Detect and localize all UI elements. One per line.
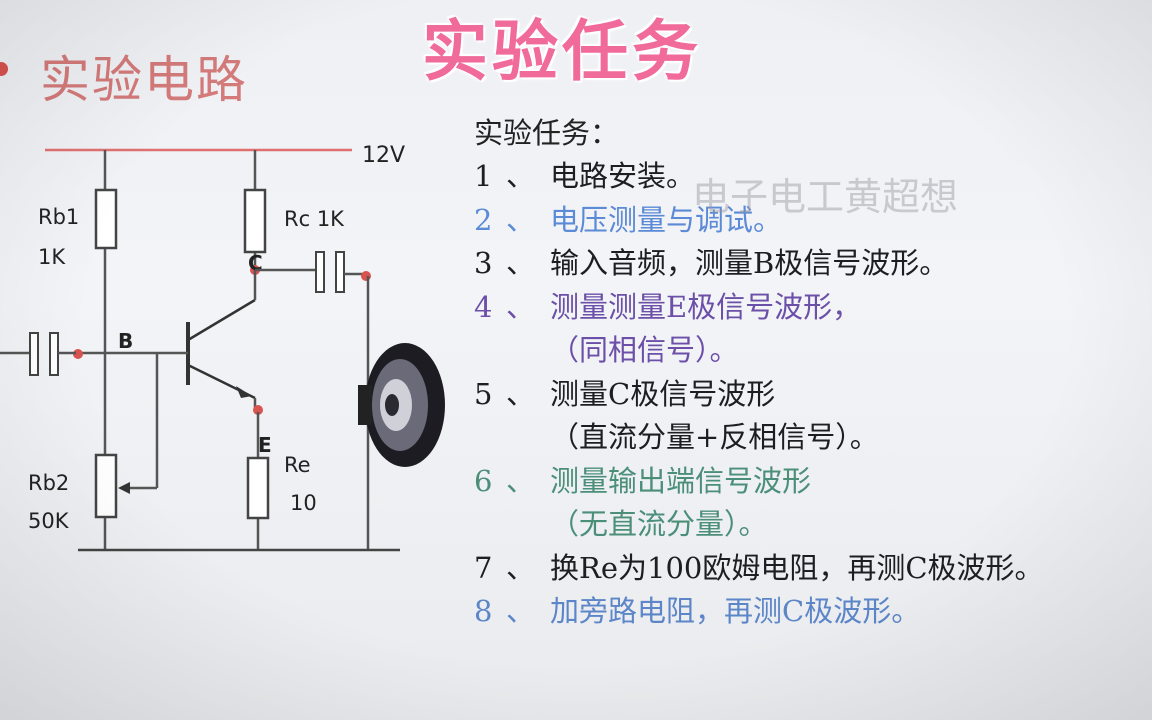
rb2-wiper-arrow <box>118 482 130 494</box>
output-capacitor-plate-1 <box>315 251 325 293</box>
rb2-value: 50K <box>28 509 70 533</box>
rb1-value: 1K <box>38 245 66 269</box>
rc-label: Rc 1K <box>284 207 345 231</box>
input-capacitor-plate-2 <box>49 332 59 376</box>
output-capacitor-plate-2 <box>335 251 345 293</box>
amplifier-circuit-diagram: 12V Rb1 1K Rc 1K C E Re 10 B Rb2 50K <box>0 143 445 552</box>
node-b-dot <box>73 349 83 359</box>
output-node-dot <box>361 271 371 281</box>
input-capacitor-plate-1 <box>29 332 39 376</box>
task-item-7: 7、换Re为100欧姆电阻，再测C极波形。 <box>474 550 1044 585</box>
task-item-6: 6、测量输出端信号波形 <box>474 463 812 498</box>
task-item-4: 4、测量测量E极信号波形， <box>474 289 862 324</box>
rb1-resistor <box>94 188 118 250</box>
title-bullet <box>0 62 8 76</box>
task-item-3: 3、输入音频，测量B极信号波形。 <box>474 246 949 280</box>
task-item-5-continuation: （直流分量+反相信号）。 <box>550 420 879 454</box>
task-list-heading: 实验任务： <box>474 116 620 150</box>
re-resistor <box>246 456 270 520</box>
re-value: 10 <box>290 491 317 515</box>
rb2-potentiometer <box>94 453 118 519</box>
task-list: 实验任务： 1、电路安装。 2、电压测量与调试。 3、输入音频，测量B极信号波形… <box>474 110 1144 634</box>
section-title: 实验电路 <box>40 51 248 109</box>
rc-resistor <box>243 188 267 254</box>
task-item-6-continuation: （无直流分量）。 <box>550 507 768 541</box>
overlay-title: 实验任务 <box>422 13 702 90</box>
re-name: Re <box>284 453 311 477</box>
task-item-5: 5、测量C极信号波形 <box>474 376 776 411</box>
emitter-arrow <box>236 386 252 398</box>
task-item-8: 8、加旁路电阻，再测C极波形。 <box>474 594 921 628</box>
rb1-name: Rb1 <box>38 205 79 229</box>
transistor-collector-lead <box>187 298 256 342</box>
watermark-text: 电子电工黄超想 <box>692 175 959 219</box>
node-e-dot <box>253 405 263 415</box>
task-item-4-continuation: （同相信号）。 <box>550 333 739 367</box>
task-item-2: 2、电压测量与调试。 <box>474 202 783 237</box>
speaker-icon <box>358 343 445 467</box>
node-e-label: E <box>258 433 272 457</box>
task-item-1: 1、电路安装。 <box>474 159 696 193</box>
rb2-name: Rb2 <box>28 471 69 495</box>
supply-label: 12V <box>362 143 405 168</box>
node-b-label: B <box>118 329 133 353</box>
